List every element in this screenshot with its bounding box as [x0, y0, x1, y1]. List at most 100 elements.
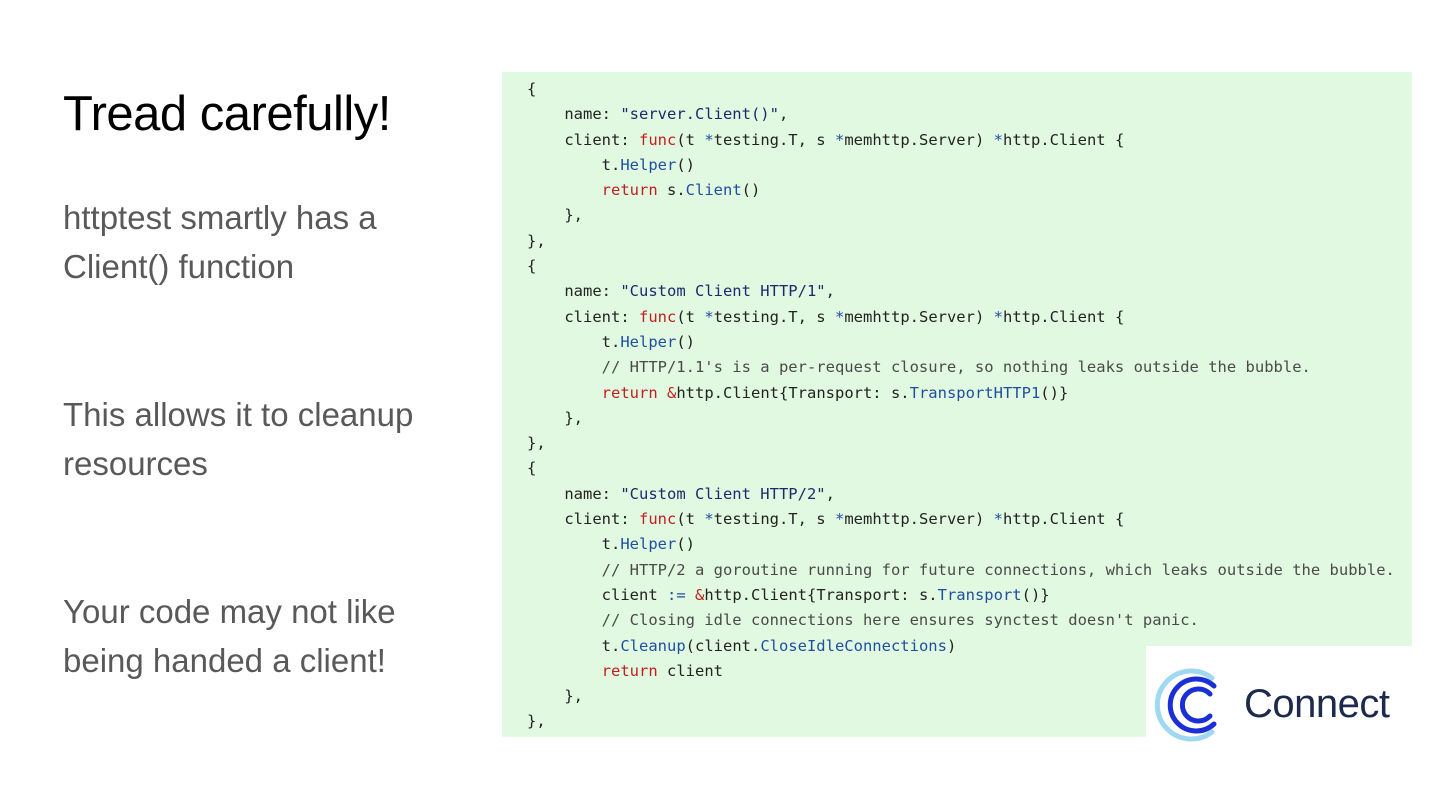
code-token: ,: [825, 282, 835, 301]
code-token: Client: [685, 181, 742, 200]
code-token: [658, 384, 667, 402]
code-line: },: [527, 684, 1395, 709]
code-token: {: [527, 257, 537, 276]
code-token: [527, 611, 602, 629]
code-token: memhttp.Server): [844, 307, 994, 326]
code-token: {: [527, 80, 537, 98]
code-token: [527, 662, 602, 680]
connect-logo: Connect: [1146, 646, 1412, 750]
code-token: :=: [666, 585, 686, 604]
code-line: // HTTP/2 a goroutine running for future…: [527, 558, 1395, 583]
code-token: return: [601, 661, 658, 680]
code-token: t.: [527, 332, 621, 351]
code-token: ()}: [1021, 585, 1050, 604]
code-token: client: [657, 661, 723, 680]
code-line: return client: [527, 659, 1395, 684]
code-token: *: [993, 510, 1003, 529]
code-token: [527, 181, 602, 199]
code-token: *: [704, 130, 714, 149]
code-line: },: [527, 709, 1395, 734]
code-token: &: [695, 585, 705, 604]
code-token: (): [676, 155, 695, 174]
code-token: (t: [676, 307, 705, 326]
code-token: http.Client {: [1002, 307, 1125, 326]
code-line: },: [527, 203, 1395, 228]
code-line: return s.Client(): [527, 178, 1395, 203]
code-token: *: [993, 130, 1003, 149]
code-token: Helper: [620, 155, 677, 174]
code-token: (client.: [685, 636, 761, 655]
code-token: // HTTP/1.1's is a per-request closure, …: [601, 358, 1311, 377]
code-token: t.: [527, 155, 621, 174]
code-token: Cleanup: [620, 636, 686, 655]
code-token: // HTTP/2 a goroutine running for future…: [601, 560, 1395, 579]
code-token: [527, 358, 602, 376]
code-line: // Closing idle connections here ensures…: [527, 608, 1395, 633]
code-token: (): [741, 181, 761, 200]
code-token: t.: [527, 636, 621, 655]
code-line: client: func(t *testing.T, s *memhttp.Se…: [527, 305, 1395, 330]
code-token: *: [704, 307, 714, 326]
paragraph-warning: Your code may not like being handed a cl…: [63, 593, 396, 679]
code-token: (): [676, 332, 695, 351]
code-token: memhttp.Server): [844, 510, 994, 529]
code-token: func: [638, 510, 677, 529]
code-token: client:: [527, 130, 639, 149]
code-token: return: [601, 383, 658, 402]
code-token: // Closing idle connections here ensures…: [601, 611, 1199, 630]
code-line: t.Helper(): [527, 153, 1395, 178]
code-token: (): [676, 535, 695, 554]
code-token: func: [638, 130, 677, 149]
code-line: client: func(t *testing.T, s *memhttp.Se…: [527, 507, 1395, 532]
code-token: http.Client {: [1002, 130, 1125, 149]
code-panel: { name: "server.Client()", client: func(…: [502, 72, 1412, 737]
code-line: },: [527, 431, 1395, 456]
paragraph-client-function: httptest smartly has a Client() function: [63, 199, 377, 285]
code-token: testing.T, s: [713, 510, 835, 529]
code-line: client := &http.Client{Transport: s.Tran…: [527, 583, 1395, 608]
code-token: name:: [527, 282, 621, 301]
code-line: t.Helper(): [527, 532, 1395, 557]
code-token: client: [527, 585, 667, 604]
code-line: return &http.Client{Transport: s.Transpo…: [527, 381, 1395, 406]
code-token: CloseIdleConnections: [760, 636, 947, 655]
code-token: [527, 384, 602, 402]
code-line: },: [527, 229, 1395, 254]
code-token: Helper: [620, 332, 677, 351]
code-token: client:: [527, 510, 639, 529]
code-token: func: [638, 307, 677, 326]
code-line: {: [527, 254, 1395, 279]
code-token: Helper: [620, 535, 677, 554]
code-token: },: [527, 712, 546, 731]
code-token: *: [704, 510, 714, 529]
code-token: testing.T, s: [713, 307, 835, 326]
code-line: name: "Custom Client HTTP/2",: [527, 482, 1395, 507]
code-token: s.: [657, 181, 686, 200]
code-line: client: func(t *testing.T, s *memhttp.Se…: [527, 128, 1395, 153]
code-token: memhttp.Server): [844, 130, 994, 149]
code-token: client:: [527, 307, 639, 326]
code-token: name:: [527, 484, 621, 503]
code-token: *: [993, 307, 1003, 326]
code-token: "Custom Client HTTP/1": [620, 282, 826, 301]
code-line: t.Helper(): [527, 330, 1395, 355]
code-token: *: [834, 510, 845, 529]
code-token: http.Client{Transport: s.: [704, 585, 938, 604]
code-token: {: [527, 459, 537, 478]
code-token: *: [834, 307, 845, 326]
code-token: http.Client {: [1002, 510, 1125, 529]
code-line: name: "server.Client()",: [527, 102, 1395, 127]
code-token: name:: [527, 105, 621, 124]
code-token: testing.T, s: [713, 130, 835, 149]
code-token: &: [667, 383, 677, 402]
code-line: },: [527, 406, 1395, 431]
code-token: TransportHTTP1: [909, 383, 1041, 402]
code-token: (t: [676, 130, 705, 149]
code-line: t.Cleanup(client.CloseIdleConnections): [527, 634, 1395, 659]
code-token: ,: [778, 105, 789, 124]
code-token: (t: [676, 510, 705, 529]
code-token: [686, 586, 695, 604]
code-token: t.: [527, 535, 621, 554]
code-token: ()}: [1040, 383, 1069, 402]
code-line: // HTTP/1.1's is a per-request closure, …: [527, 355, 1395, 380]
